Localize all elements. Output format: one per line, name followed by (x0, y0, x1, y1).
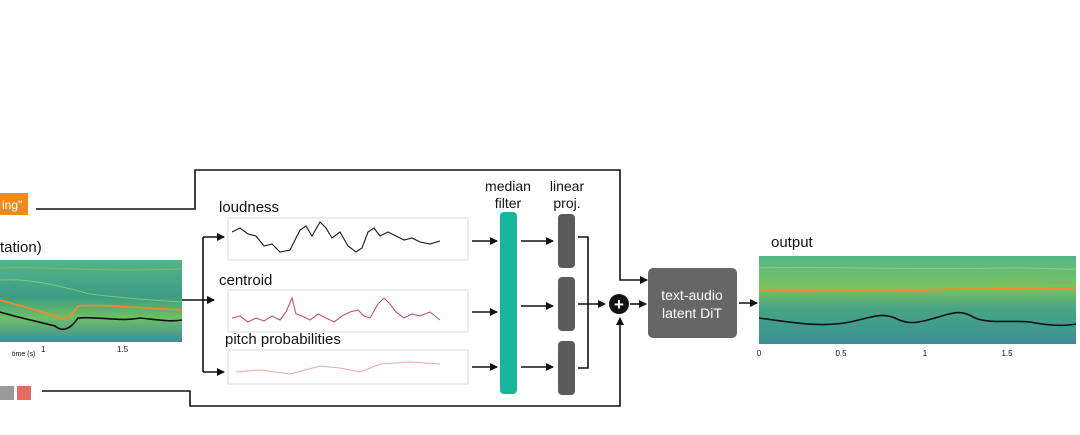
output-spectrogram (758, 256, 1077, 344)
dit-label-line2: latent DiT (662, 305, 722, 321)
loudness-panel (227, 217, 469, 261)
median-filter-label-line2: filter (495, 195, 522, 211)
output-harmonic-1 (758, 266, 1077, 270)
output-tick-1: 1 (923, 349, 928, 358)
input-axis-label: time (s) (12, 351, 35, 358)
linear-proj-label-line1: linear (550, 178, 585, 194)
input-pitch-contour (0, 299, 183, 321)
sum-symbol: + (614, 295, 624, 314)
input-spectrogram-image (0, 260, 182, 342)
output-spectrogram-image (759, 256, 1076, 344)
text-prompt-fragment: ing" (2, 198, 22, 212)
output-pitch-contour (758, 287, 1077, 292)
output-tick-05: 0.5 (835, 349, 847, 358)
merge-bracket (578, 236, 589, 369)
loudness-curve (231, 221, 441, 253)
median-filter-bar (500, 212, 517, 394)
text-conditioning-arrow (36, 169, 648, 284)
centroid-curve (231, 296, 441, 323)
output-title: output (771, 234, 814, 251)
linear-proj-block-1 (558, 214, 575, 268)
input-spectrogram (0, 260, 183, 342)
input-tick-1: 1 (41, 345, 46, 354)
input-harmonic-1 (0, 266, 183, 271)
dit-box (648, 268, 737, 338)
feature-label-pitch: pitch probabilities (225, 331, 341, 348)
linear-proj-block-2 (558, 277, 575, 331)
dit-label-line1: text-audio (661, 287, 723, 303)
output-tick-15: 1.5 (1001, 349, 1013, 358)
text-prompt-fill (0, 193, 28, 215)
median-filter-label-line1: median (485, 178, 531, 194)
pitch-panel (227, 349, 469, 385)
input-tick-2: 1.5 (117, 345, 129, 354)
feature-label-loudness: loudness (219, 199, 279, 216)
linear-proj-label-line2: proj. (553, 195, 580, 211)
input-loudness-contour (0, 311, 183, 331)
linear-proj-block-3 (558, 341, 575, 395)
output-tick-0: 0 (757, 349, 762, 358)
output-loudness-contour (758, 311, 1077, 327)
sum-node (609, 294, 629, 314)
text-prompt-box: ing" (0, 193, 28, 215)
swatch-gray (0, 386, 14, 400)
input-harmonic-2 (0, 279, 183, 303)
centroid-panel (227, 289, 469, 333)
feature-label-centroid: centroid (219, 272, 272, 289)
bottom-conditioning-arrow (42, 317, 624, 407)
input-spectrogram-caption: tation) (0, 239, 42, 256)
swatch-red (17, 386, 31, 400)
pitch-curve (235, 361, 441, 375)
